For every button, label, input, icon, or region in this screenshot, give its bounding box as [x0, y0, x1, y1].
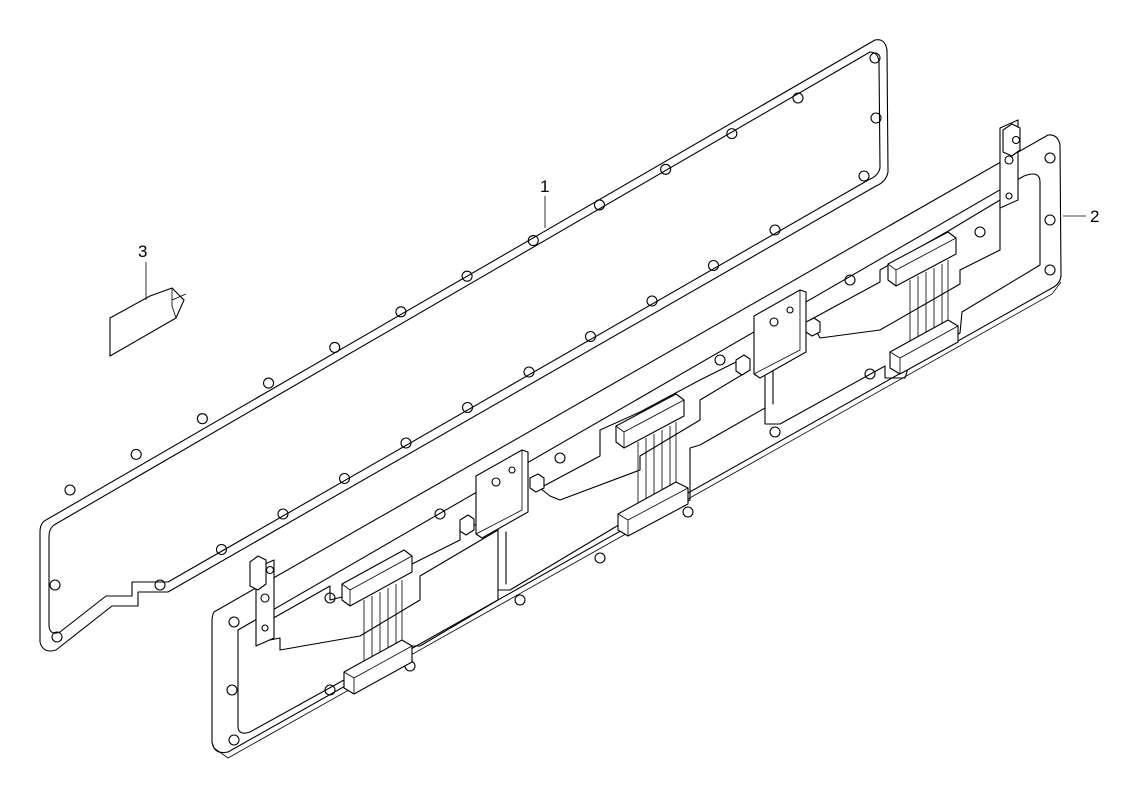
- plate-bolt-hole: [324, 684, 336, 696]
- plate-bolt-hole: [974, 226, 986, 238]
- gasket-bolt-hole: [277, 508, 289, 520]
- gasket-bolt-hole: [49, 579, 61, 591]
- relay-block-right: [735, 289, 821, 379]
- plate-bolt-hole: [844, 274, 856, 286]
- gasket-bolt-hole: [769, 224, 781, 236]
- plate-bolt-hole: [514, 594, 526, 606]
- gasket-bolt-hole: [646, 295, 658, 307]
- heater-grid-middle: [615, 393, 689, 537]
- gasket-bolt-hole: [593, 199, 606, 211]
- gasket-bolt-hole: [584, 330, 597, 343]
- heater-grid-right: [887, 231, 959, 375]
- terminal-bracket-left: [249, 555, 275, 647]
- gasket-bolt-hole: [726, 128, 738, 140]
- terminal-bracket-right: [999, 119, 1021, 209]
- plate-bolt-hole: [682, 506, 694, 518]
- gasket-bolt-hole: [130, 448, 142, 460]
- gasket-bolt-hole: [262, 377, 275, 389]
- callout-3: 3: [138, 242, 187, 301]
- plate-bolt-hole: [864, 368, 876, 380]
- plate-bolt-hole: [228, 734, 240, 746]
- gasket-bolt-hole: [707, 259, 720, 272]
- gasket-bolt-hole: [858, 170, 870, 182]
- heater-grid-left: [341, 549, 413, 695]
- plate-bolt-hole: [434, 508, 446, 520]
- gasket-bolt-hole: [461, 401, 474, 414]
- gasket-bolt-hole: [395, 306, 407, 318]
- plate-bolt-hole: [228, 616, 240, 628]
- callout-3-label: 3: [138, 242, 147, 261]
- callout-2-label: 2: [1090, 207, 1099, 226]
- gasket-bolt-hole: [461, 270, 473, 282]
- heater-assembly-part-2: [211, 119, 1062, 759]
- gasket-bolt-hole: [400, 437, 412, 449]
- gasket-bolt-hole: [870, 112, 882, 124]
- callout-1-label: 1: [540, 177, 549, 196]
- callout-1: 1: [540, 177, 549, 228]
- gasket-bolt-hole: [527, 234, 539, 247]
- gasket-bolt-hole: [792, 92, 804, 104]
- plate-bolt-hole: [769, 426, 781, 438]
- plate-bolt-hole: [714, 354, 726, 366]
- plate-bolt-hole: [1044, 214, 1056, 226]
- gasket-bolt-hole: [869, 52, 881, 64]
- relay-block-left: [459, 449, 545, 539]
- gasket-bolt-hole: [523, 366, 535, 378]
- label-plate-part-3: [109, 287, 185, 357]
- gasket-bolt-hole: [64, 484, 76, 496]
- gasket-bolt-hole: [338, 472, 351, 485]
- gasket-bolt-hole: [329, 341, 341, 354]
- gasket-bolt-hole: [215, 543, 228, 556]
- plate-bolt-hole: [226, 684, 238, 696]
- gasket-part-1: [39, 39, 889, 652]
- gasket-bolt-hole: [660, 163, 672, 175]
- plate-bolt-hole: [324, 592, 336, 604]
- gasket-bolt-hole: [154, 579, 166, 591]
- gasket-bolt-hole: [196, 413, 208, 425]
- plate-bolt-hole: [1044, 264, 1056, 276]
- plate-bolt-hole: [594, 552, 606, 564]
- gasket-bolt-hole: [51, 631, 63, 643]
- plate-bolt-hole: [1044, 152, 1056, 164]
- callout-2: 2: [1063, 207, 1099, 226]
- plate-bolt-hole: [554, 452, 566, 464]
